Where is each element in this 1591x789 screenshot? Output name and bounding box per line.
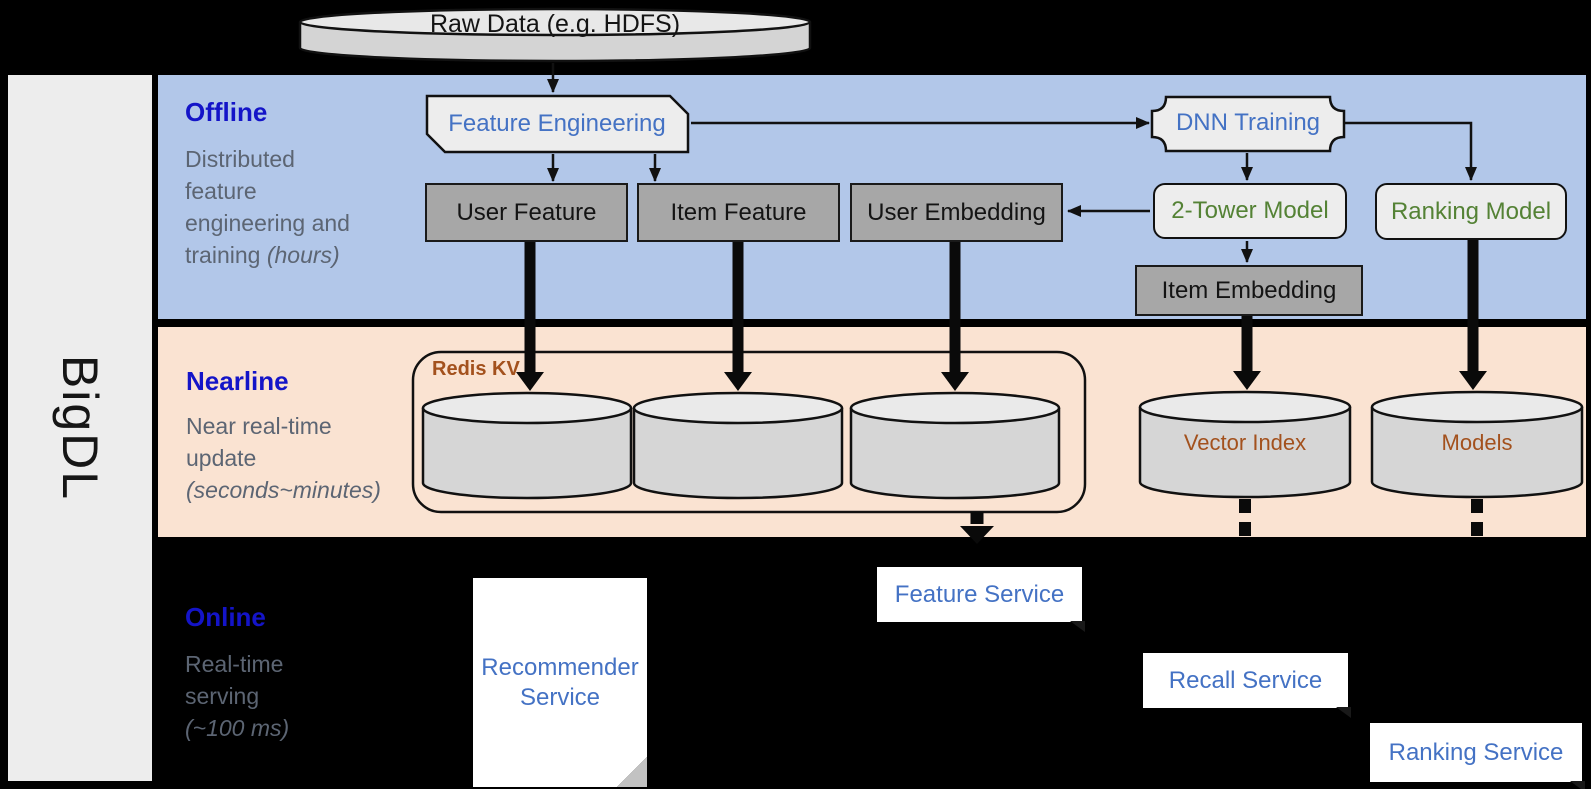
nearline-title: Nearline bbox=[186, 366, 289, 396]
offline-description: Distributed feature engineering and trai… bbox=[185, 143, 350, 271]
arrowhead bbox=[724, 372, 752, 391]
node-recall-service: Recall Service bbox=[1143, 653, 1351, 718]
arrow-dnn-to-ranking-model bbox=[1344, 121, 1477, 181]
node-ranking-service: Ranking Service bbox=[1370, 723, 1585, 789]
feature-engineering-label: Feature Engineering bbox=[448, 110, 666, 137]
node-feature-service: Feature Service bbox=[877, 567, 1085, 632]
raw-data-cylinder bbox=[298, 7, 812, 63]
node-item-feature: Item Feature bbox=[637, 183, 840, 242]
redis-cylinder-1 bbox=[421, 391, 633, 500]
online-desc-line2: serving bbox=[185, 683, 260, 709]
node-ranking-model: Ranking Model bbox=[1375, 183, 1567, 240]
node-user-feature: User Feature bbox=[425, 183, 628, 242]
dnn-training-label: DNN Training bbox=[1175, 109, 1321, 136]
offline-desc-line3: engineering and bbox=[185, 210, 350, 236]
redis-kv-label: Redis KV bbox=[432, 358, 520, 380]
arrowhead bbox=[941, 372, 969, 391]
nearline-desc-line1: Near real-time bbox=[186, 413, 332, 439]
vector-index-cylinder bbox=[1138, 390, 1352, 499]
dashed-drops bbox=[1239, 499, 1483, 536]
online-desc-line1: Real-time bbox=[185, 651, 284, 677]
feature-engineering-shape bbox=[425, 94, 690, 154]
nearline-desc-line2: update bbox=[186, 445, 257, 471]
online-title: Online bbox=[185, 602, 266, 632]
models-cylinder bbox=[1370, 390, 1584, 499]
arrowhead bbox=[516, 372, 544, 391]
offline-desc-line2: feature bbox=[185, 178, 257, 204]
arrowhead bbox=[1459, 371, 1487, 390]
raw-data-label: Raw Data (e.g. HDFS) bbox=[429, 9, 681, 38]
node-two-tower-model: 2-Tower Model bbox=[1153, 183, 1347, 239]
thick-pipes bbox=[516, 240, 1487, 391]
drop-redis-to-feature-service bbox=[960, 512, 994, 544]
dnn-training-shape bbox=[1150, 95, 1346, 153]
node-user-embedding: User Embedding bbox=[850, 183, 1063, 242]
redis-kv-container bbox=[411, 350, 1087, 514]
redis-cylinder-2 bbox=[632, 391, 844, 500]
vector-index-label: Vector Index bbox=[1183, 430, 1307, 455]
online-description: Real-time serving (~100 ms) bbox=[185, 648, 289, 744]
document-shape bbox=[473, 578, 647, 787]
node-item-embedding: Item Embedding bbox=[1135, 265, 1363, 316]
offline-desc-line4: training (hours) bbox=[185, 242, 340, 268]
thin-arrows bbox=[547, 63, 1477, 263]
arrowhead bbox=[960, 526, 994, 544]
online-desc-line3: (~100 ms) bbox=[185, 715, 290, 741]
nearline-description: Near real-time update (seconds~minutes) bbox=[186, 410, 381, 506]
bigdl-sidebar: BigDL bbox=[8, 75, 152, 781]
offline-title: Offline bbox=[185, 97, 268, 127]
recommender-service-label: Recommender Service bbox=[481, 653, 639, 711]
redis-cylinder-3 bbox=[849, 391, 1061, 500]
recommender-service-document: Recommender Service bbox=[473, 578, 647, 787]
nearline-desc-line3: (seconds~minutes) bbox=[186, 477, 381, 503]
arrowhead bbox=[1233, 371, 1261, 390]
models-label: Models bbox=[1441, 430, 1513, 455]
offline-desc-line1: Distributed bbox=[185, 146, 295, 172]
